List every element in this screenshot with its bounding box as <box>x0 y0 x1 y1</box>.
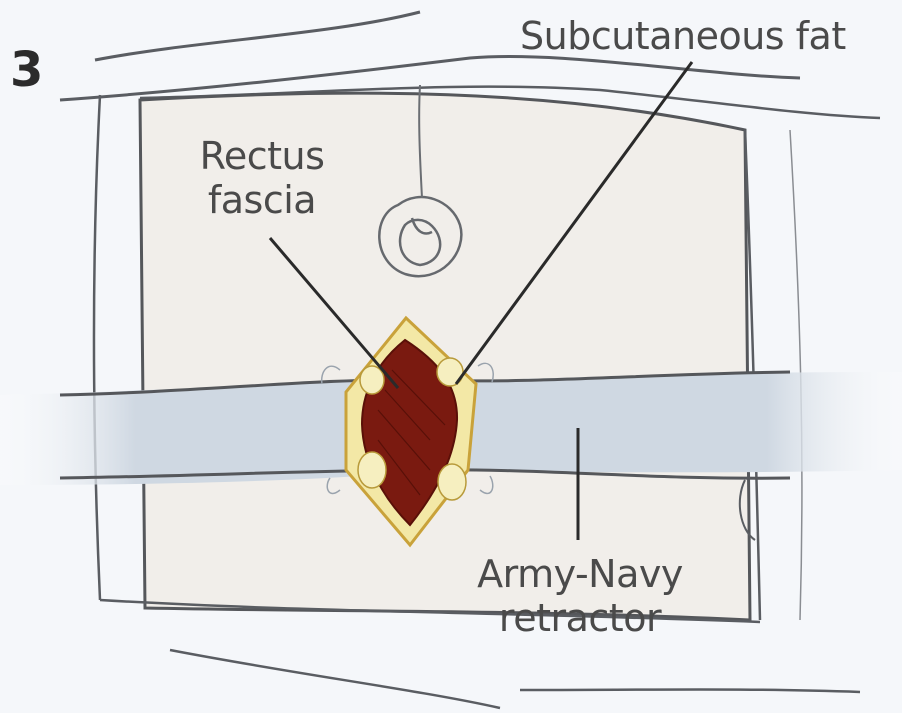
fat-globule <box>438 464 466 500</box>
label-rectus-fascia-line1: Rectus <box>172 134 352 178</box>
label-retractor-line1: Army-Navy <box>430 552 730 596</box>
label-rectus-fascia: Rectus fascia <box>172 134 352 222</box>
label-army-navy-retractor: Army-Navy retractor <box>430 552 730 640</box>
label-subcutaneous-fat: Subcutaneous fat <box>520 14 846 58</box>
panel-number: 3 <box>10 48 43 92</box>
fat-globule <box>360 366 384 394</box>
fat-globule <box>358 452 386 488</box>
label-retractor-line2: retractor <box>430 596 730 640</box>
label-rectus-fascia-line2: fascia <box>172 178 352 222</box>
